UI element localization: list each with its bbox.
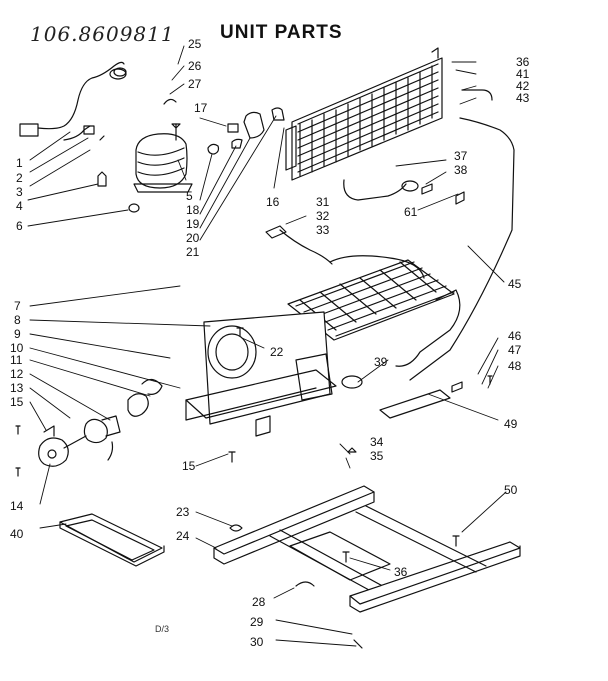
callout-14: 14 [10,499,24,513]
callout-39: 39 [374,355,388,369]
callout-22: 22 [270,345,284,359]
callout-36-top: 36 [516,55,530,69]
condenser-coil [285,47,515,381]
evaporator-coil [265,225,461,389]
callout-49: 49 [504,417,518,431]
callout-43: 43 [516,91,530,105]
callout-47: 47 [508,343,522,357]
callout-61: 61 [404,205,418,219]
callout-28: 28 [252,595,266,609]
callout-29: 29 [250,615,264,629]
drier-tubing [343,179,465,205]
callout-5: 5 [186,189,193,203]
diagram-title: UNIT PARTS [220,22,343,43]
leader-lines [27,45,507,647]
callout-18: 18 [186,203,200,217]
callout-12: 12 [10,367,24,381]
callout-41: 41 [516,67,530,81]
callout-20: 20 [186,231,200,245]
callout-42: 42 [516,79,530,93]
callout-10: 10 [10,341,24,355]
callout-26: 26 [188,59,202,73]
callout-4: 4 [16,199,23,213]
callout-1: 1 [16,156,23,170]
callout-17: 17 [194,101,208,115]
callout-21: 21 [186,245,200,259]
callout-37: 37 [454,149,468,163]
compressor-hardware [97,135,140,213]
drain-pan [59,513,165,567]
callout-46: 46 [508,329,522,343]
callout-16: 16 [266,195,280,209]
callout-32: 32 [316,209,330,223]
callout-labels: 1 2 3 4 5 6 7 8 9 10 11 12 13 14 15 15 1… [10,37,530,649]
callout-48: 48 [508,359,522,373]
fan-shroud [185,311,337,437]
callout-11: 11 [10,353,23,367]
callout-13: 13 [10,381,24,395]
callout-31: 31 [316,195,330,209]
callout-6: 6 [16,219,23,233]
callout-8: 8 [14,313,21,327]
callout-19: 19 [186,217,200,231]
callout-7: 7 [14,299,21,313]
callout-45: 45 [508,277,522,291]
base-frame [213,485,521,613]
model-number: 106.8609811 [30,22,175,46]
callout-50: 50 [504,483,518,497]
page-code: D/3 [155,624,170,634]
callout-38: 38 [454,163,468,177]
power-cord [19,61,127,141]
fan-motor [38,378,163,467]
fasteners [15,327,493,649]
callout-34: 34 [370,435,384,449]
callout-2: 2 [16,171,23,185]
callout-27: 27 [188,77,202,91]
callout-24: 24 [176,529,190,543]
callout-9: 9 [14,327,21,341]
callout-3: 3 [16,185,23,199]
callout-30: 30 [250,635,264,649]
callout-36-base: 36 [394,565,408,579]
callout-35: 35 [370,449,384,463]
callout-15-left: 15 [10,395,24,409]
relay-assembly [207,107,285,155]
callout-40: 40 [10,527,24,541]
callout-23: 23 [176,505,190,519]
callout-15-center: 15 [182,459,196,473]
callout-25: 25 [188,37,202,51]
callout-33: 33 [316,223,330,237]
compressor [133,98,193,193]
